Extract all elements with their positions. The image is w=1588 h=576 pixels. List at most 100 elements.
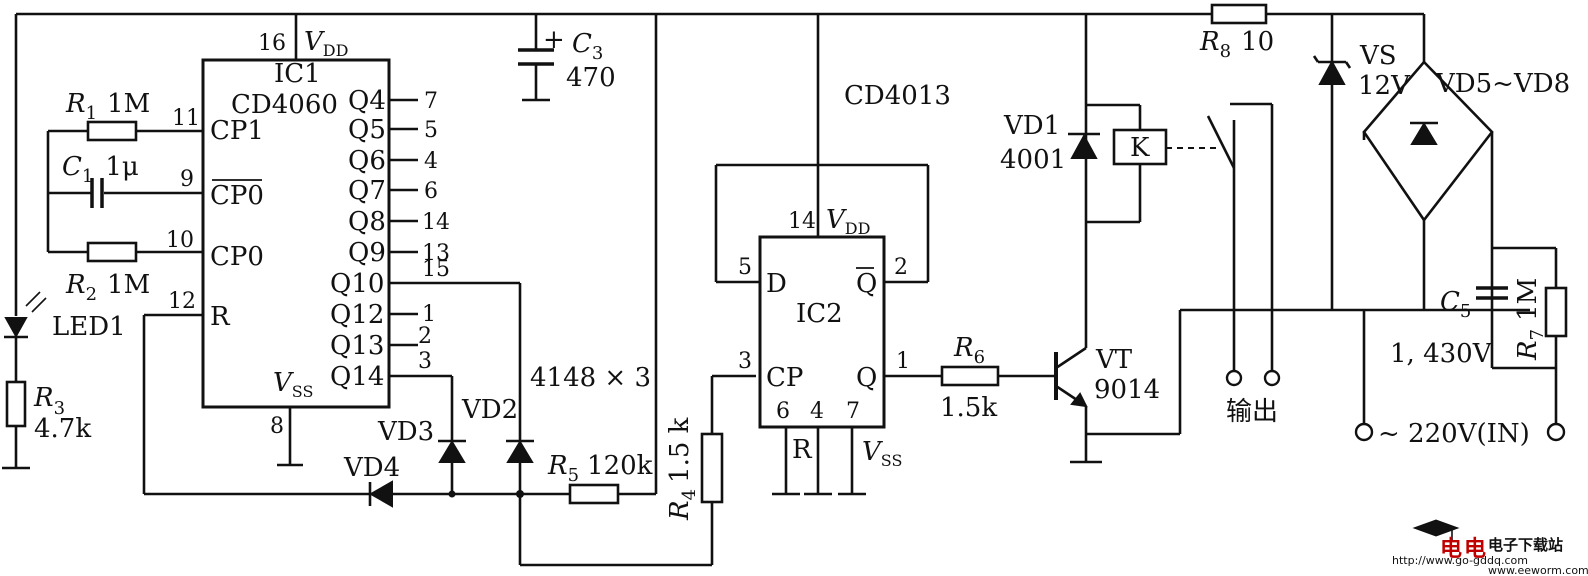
ic1-pin-15: 15	[422, 257, 450, 282]
ic2-pin-7: 7	[846, 399, 860, 424]
watermark-url2: www.eeworm.com	[1488, 564, 1588, 576]
ic1-name: IC1	[274, 59, 321, 89]
ic1-q4-label: Q4	[348, 86, 386, 116]
bridge-rectifier	[1362, 60, 1568, 424]
ic1-cp0bar-label: CP0	[210, 181, 264, 211]
relay-coil	[1086, 103, 1216, 224]
c5-label: C5	[1440, 287, 1471, 322]
ic1-cp1-label: CP1	[210, 116, 264, 146]
vd1-label: VD1	[1003, 111, 1060, 141]
ic2-pin-5: 5	[738, 255, 752, 280]
r8-resistor	[1210, 3, 1268, 25]
ic2-r-label: R	[792, 435, 813, 465]
ic1-q13-label: Q13	[330, 331, 384, 361]
vd1-value: 4001	[1000, 145, 1066, 175]
ic1-pin-1: 1	[422, 302, 436, 327]
ic1-q7-label: Q7	[348, 176, 386, 206]
ic1-q14-label: Q14	[330, 362, 384, 392]
r3-label: R3	[33, 383, 65, 419]
ic2-vdd-label: VDD	[826, 205, 870, 238]
ic2-pin-4: 4	[810, 399, 824, 424]
ic1-pin-16: 16	[258, 31, 286, 56]
r6-resistor	[940, 365, 1054, 387]
ic1-pin-13: 13	[422, 241, 450, 266]
vs-zener	[1312, 14, 1352, 310]
vd3-label: VD3	[377, 417, 434, 447]
ic1-q12-label: Q12	[330, 300, 384, 330]
ic1-pin-14: 14	[422, 210, 450, 235]
ic2-q-label: Q	[856, 363, 877, 393]
vd1-diode	[1068, 132, 1100, 159]
ic1-part: CD4060	[231, 90, 338, 120]
ic1-pin-9: 9	[180, 167, 194, 192]
svg-text:电: 电	[1464, 537, 1486, 562]
vdd-rail	[16, 12, 1426, 62]
ic1-pin-10: 10	[166, 228, 194, 253]
vs-label: VS	[1359, 41, 1397, 71]
r4-label: R41.5 k	[665, 417, 700, 521]
r3-value: 4.7k	[34, 414, 91, 444]
vt-value: 9014	[1094, 375, 1160, 405]
ic1-pin-2: 2	[418, 324, 432, 349]
c3-capacitor	[518, 14, 554, 102]
vd2-label: VD2	[461, 395, 518, 425]
ic2-part: CD4013	[844, 81, 951, 111]
led1-branch	[2, 14, 47, 470]
ic1-q8-label: Q8	[348, 207, 386, 237]
ic1-q5-label: Q5	[348, 115, 386, 145]
ic2-body	[758, 235, 886, 429]
output-label: 输出	[1226, 397, 1278, 427]
diodes-note: 4148 × 3	[530, 363, 651, 393]
watermark: 电 电 电子下载站 http://www.go-gddq.com www.eew…	[1392, 519, 1588, 576]
c5-value: 1, 430V	[1390, 339, 1493, 369]
ic1-vss-label: VSS	[273, 368, 313, 401]
ic2-vss-label: VSS	[862, 437, 902, 470]
r6-value: 1.5k	[940, 393, 997, 423]
vd4-label: VD4	[343, 453, 400, 483]
r6-label: R6	[953, 333, 985, 368]
relay-contact	[1178, 102, 1530, 434]
ic1-q10-label: Q10	[330, 269, 384, 299]
ic1-pin-6: 6	[424, 179, 438, 204]
ic2-feedback	[714, 163, 930, 284]
watermark-brand: 电子下载站	[1488, 536, 1563, 554]
c3-value: 470	[566, 63, 616, 93]
ic1-pin-11: 11	[172, 106, 200, 131]
ic1-pin-7: 7	[424, 89, 438, 114]
ic2-name: IC2	[796, 299, 843, 329]
ic2-bottom-grounds	[772, 427, 866, 496]
ic1-q6-label: Q6	[348, 146, 386, 176]
vt-label: VT	[1095, 345, 1133, 375]
ic2-pin-14: 14	[788, 209, 816, 234]
ic2-qbar-label: Q	[856, 269, 877, 299]
ic1-q9-label: Q9	[348, 238, 386, 268]
ic2-pin-1: 1	[896, 349, 910, 374]
ic2-pin-6: 6	[776, 399, 790, 424]
led1-label: LED1	[52, 312, 126, 342]
c3-polarity: +	[543, 25, 565, 55]
ic2-d-label: D	[766, 269, 787, 299]
ic1-pin-8: 8	[270, 414, 284, 439]
watermark-url1: http://www.go-gddq.com	[1392, 554, 1528, 567]
ic1-r-label: R	[210, 302, 231, 332]
mortarboard-icon	[1412, 519, 1460, 542]
oscillator-network	[46, 120, 138, 263]
ic1-pin-5: 5	[424, 118, 438, 143]
ic2-cp-label: CP	[766, 363, 803, 393]
ic1-pin-4: 4	[424, 149, 438, 174]
diode-network	[142, 14, 712, 567]
mains-label: ~ 220V(IN)	[1378, 419, 1530, 449]
bridge-label: VD5~VD8	[1435, 69, 1570, 99]
vt-transistor	[1054, 14, 1180, 464]
relay-label: K	[1130, 133, 1150, 163]
ic2-pin-2: 2	[894, 255, 908, 280]
ic2-pin-3: 3	[738, 349, 752, 374]
r7-label: R71M	[1513, 278, 1548, 361]
ic1-vdd-label: VDD	[304, 27, 348, 60]
